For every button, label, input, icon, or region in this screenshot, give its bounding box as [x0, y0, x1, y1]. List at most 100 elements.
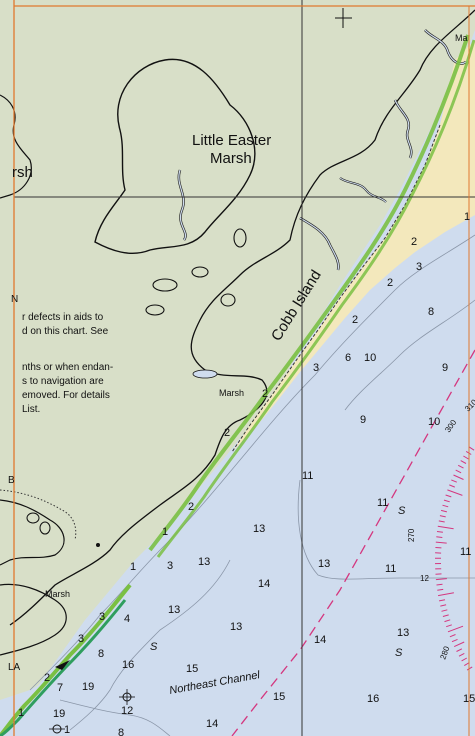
place-name-marsh-small: Marsh	[219, 388, 244, 398]
magenta-boundary-line	[231, 349, 475, 736]
lower-left-dotted-shore	[0, 489, 77, 541]
place-name-marsh-small-bottom: Marsh	[45, 589, 70, 599]
compass-tick	[442, 504, 449, 508]
sounding: 1	[464, 211, 470, 223]
marsh-islet	[191, 266, 209, 278]
sounding: 15	[463, 693, 475, 705]
compass-tick	[447, 625, 464, 633]
sounding: 13	[198, 556, 210, 568]
compass-tick	[445, 494, 452, 498]
compass-tick	[458, 652, 465, 657]
sounding: 19	[53, 708, 65, 720]
sounding: 2	[411, 236, 417, 248]
sounding: 2	[262, 388, 268, 400]
compass-tick	[438, 592, 454, 597]
sounding: 8	[98, 648, 104, 660]
compass-tick	[439, 515, 446, 518]
compass-tick	[461, 657, 468, 662]
place-name-little-easter: Little Easter	[192, 132, 271, 149]
sounding: 2	[387, 277, 393, 289]
tidal-creek-2-water	[299, 217, 340, 271]
lower-left-marsh	[0, 499, 65, 566]
sounding: 2	[224, 427, 230, 439]
compass-tick	[453, 641, 465, 648]
bottom-left-coast	[0, 583, 67, 656]
edge-letter: LA	[8, 662, 21, 673]
note-line: d on this chart. See	[22, 326, 109, 337]
sounding: 8	[118, 727, 124, 736]
sounding: 19	[82, 681, 94, 693]
sounding: 10	[428, 416, 440, 428]
depth-contour	[29, 234, 475, 691]
compass-tick	[437, 588, 444, 591]
compass-tick	[441, 609, 448, 612]
sounding: 9	[360, 414, 366, 426]
sounding: 13	[318, 558, 330, 570]
sounding: S	[150, 641, 158, 653]
tidal-creek-1-water	[178, 169, 186, 241]
sounding: 13	[253, 523, 265, 535]
sounding: 6	[345, 352, 351, 364]
sounding: 2	[44, 672, 50, 684]
little-easter-marsh-outline	[94, 58, 256, 254]
sounding: 15	[273, 691, 285, 703]
tidal-creek-5-water	[339, 177, 387, 203]
inner-shoreline	[9, 9, 475, 626]
place-name-marsh-left-edge: rsh	[12, 164, 33, 181]
sounding: 15	[186, 663, 198, 675]
sounding: 13	[230, 621, 242, 633]
sounding: 9	[442, 362, 448, 374]
note-line: emoved. For details	[22, 390, 110, 401]
compass-tick	[436, 531, 443, 533]
compass-tick	[435, 541, 447, 544]
sounding: 3	[167, 560, 173, 572]
sounding: 14	[206, 718, 218, 730]
sounding: 8	[428, 306, 434, 318]
compass-tick	[447, 489, 463, 496]
marsh-islet	[96, 543, 100, 547]
compass-tick	[457, 464, 464, 469]
marsh-islet	[145, 304, 165, 316]
compass-degree-label: 310	[463, 397, 475, 413]
marsh-islet	[233, 228, 247, 248]
note-line: s to navigation are	[22, 376, 104, 387]
compass-tick	[435, 578, 447, 581]
compass-tick	[438, 520, 445, 523]
light-symbol-icon	[119, 689, 135, 705]
compass-tick	[436, 583, 443, 586]
sounding: S	[395, 647, 403, 659]
sounding: 3	[313, 362, 319, 374]
compass-tick	[439, 599, 446, 602]
compass-tick	[440, 509, 448, 513]
green-track-dark	[0, 599, 127, 736]
compass-tick	[440, 604, 447, 607]
compass-degree-label: 270	[407, 528, 416, 542]
compass-tick	[460, 460, 467, 464]
depth-contour	[59, 699, 171, 736]
compass-rose-arc	[434, 446, 475, 671]
sounding: 13	[168, 604, 180, 616]
sounding: 11	[460, 546, 471, 558]
note-line: List.	[22, 404, 40, 415]
sounding: 11	[302, 470, 313, 482]
depth-contour	[344, 299, 475, 411]
place-name-marsh: Marsh	[210, 150, 252, 167]
sounding: 11	[377, 497, 388, 509]
marsh-islet	[152, 278, 178, 292]
marsh-islet	[220, 293, 236, 307]
compass-tick	[456, 648, 463, 652]
compass-tick	[453, 474, 464, 480]
beach-dashed-shoreline	[231, 124, 441, 453]
depth-contour	[69, 559, 231, 731]
sounding: 2	[352, 314, 358, 326]
compass-degree-label: 280	[438, 645, 451, 661]
sounding: 3	[78, 633, 84, 645]
compass-tick	[437, 525, 454, 530]
crosshair-symbol	[335, 8, 352, 28]
depth-contour	[297, 479, 475, 580]
compass-tick	[468, 446, 475, 451]
marsh-islet	[26, 512, 40, 524]
sounding: 3	[99, 611, 105, 623]
sounding: 1	[162, 526, 168, 538]
